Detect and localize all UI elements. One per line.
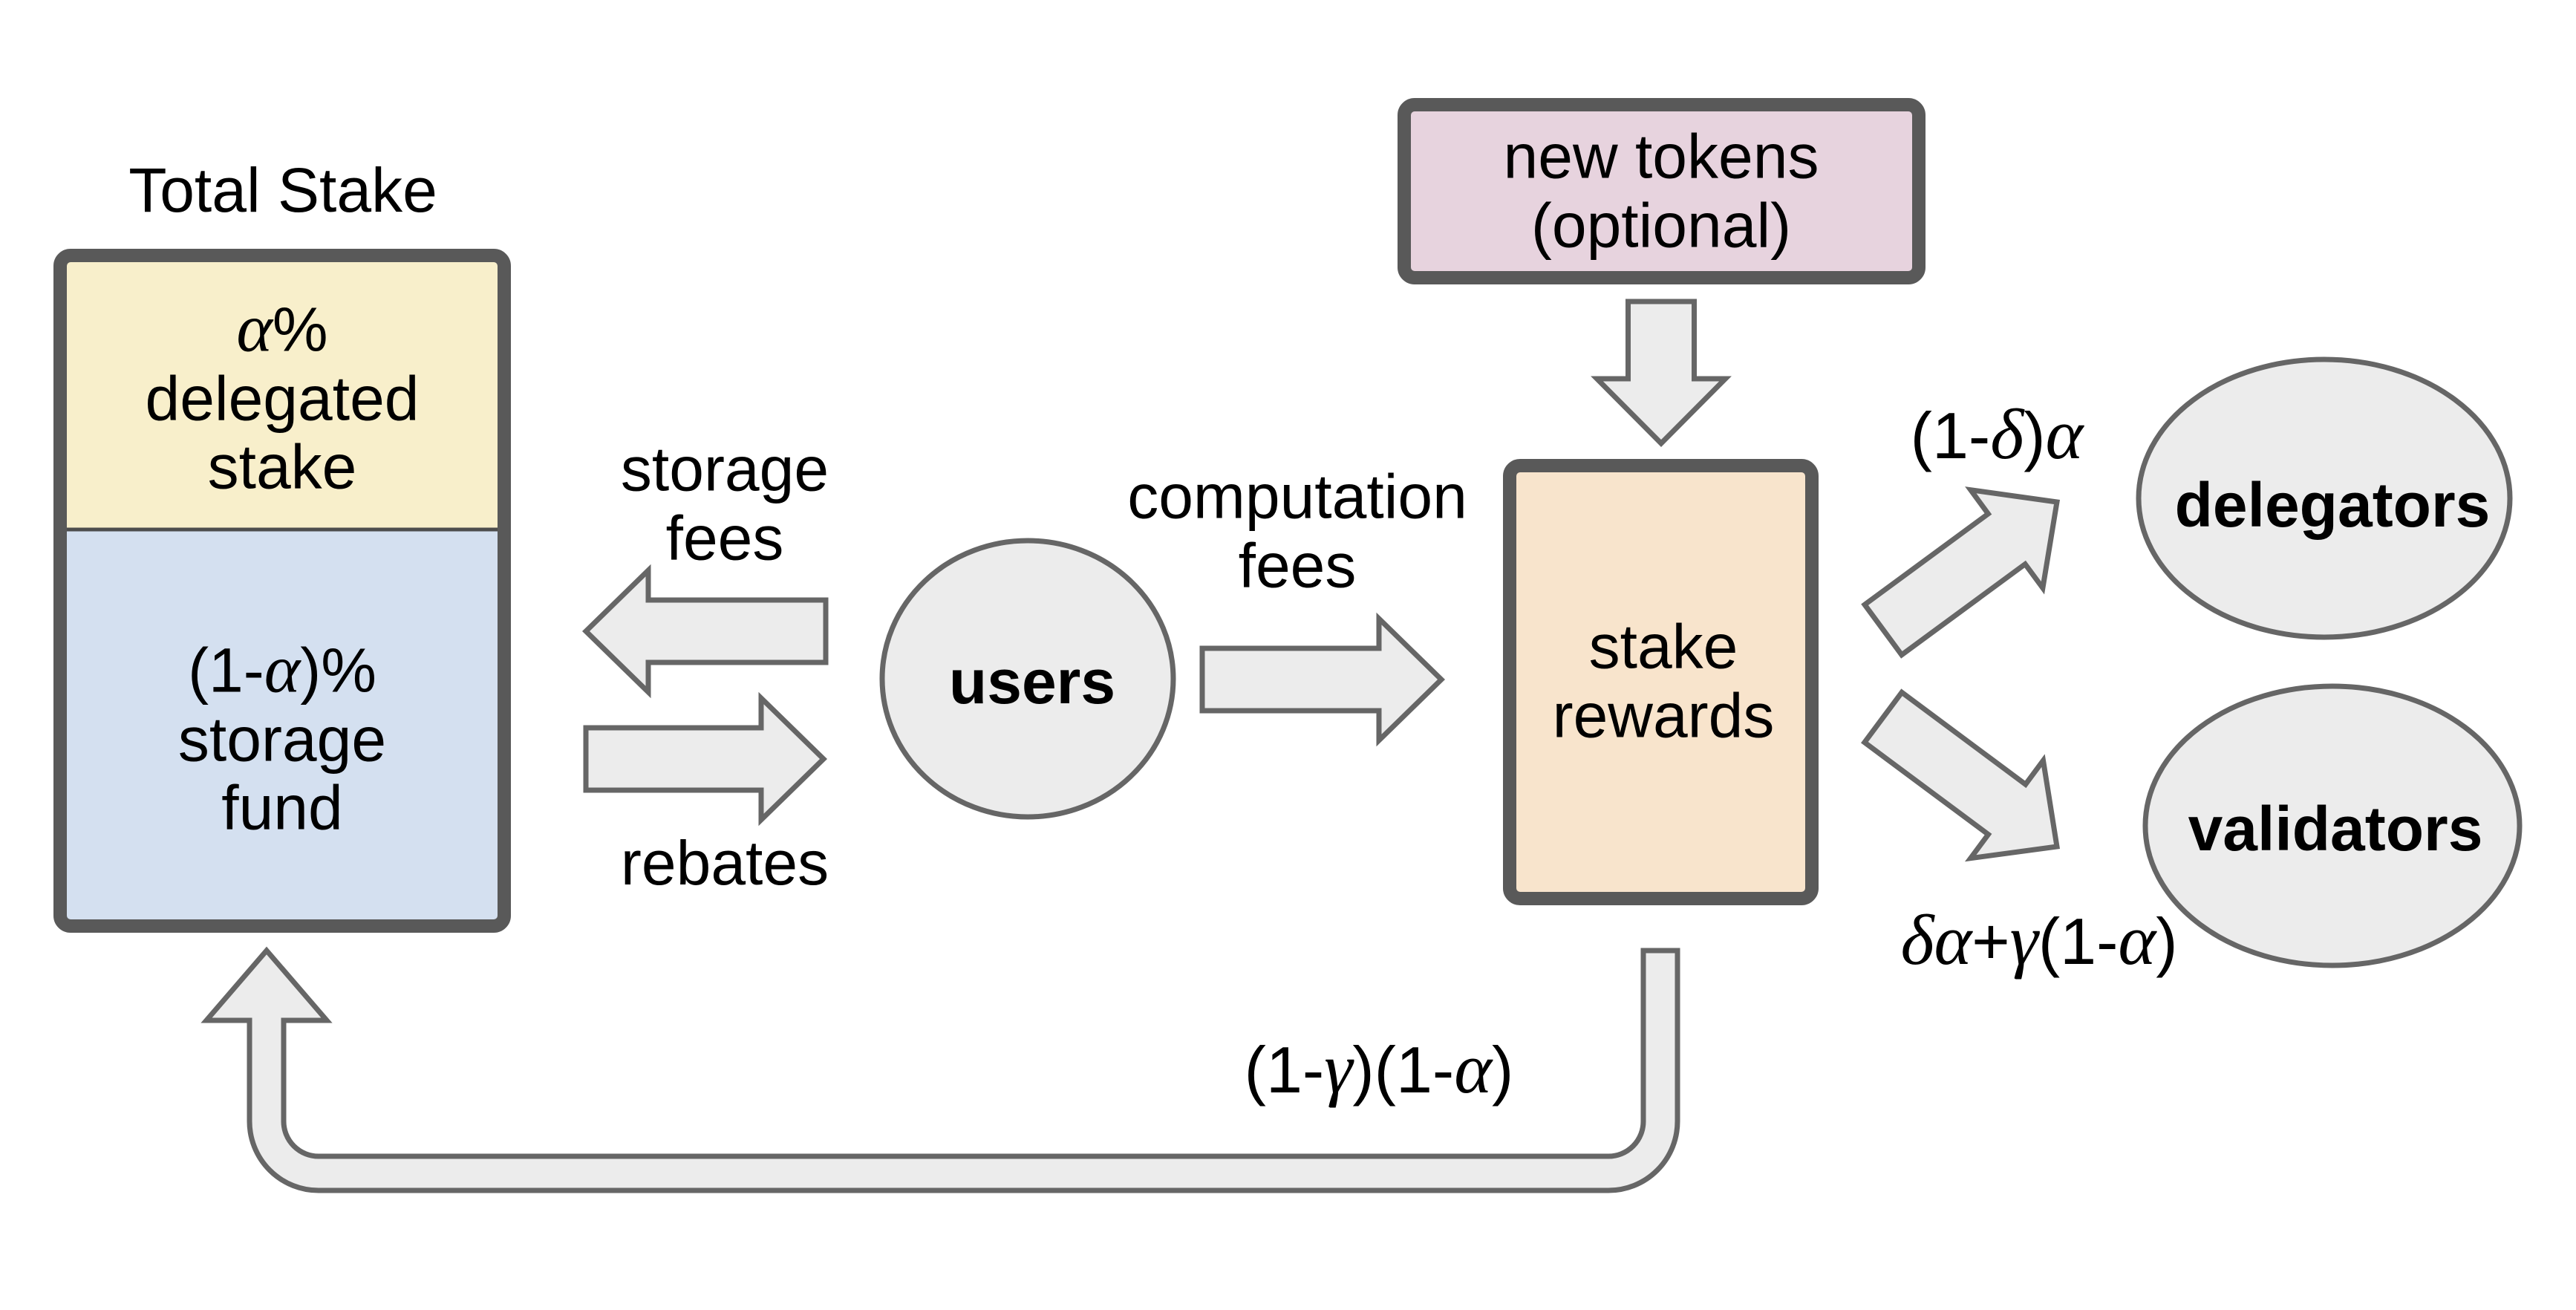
rebates-label: rebates (620, 827, 829, 898)
storage-fees-arrow (581, 564, 829, 699)
to-delegators-arrow (1861, 486, 2061, 659)
delegated-stake-label: α% delegated stake (145, 290, 420, 502)
new-tokens-arrow (1591, 299, 1732, 447)
total-stake-box (53, 249, 511, 933)
users-circle (879, 538, 1176, 820)
delegated-stake-section (60, 255, 504, 529)
stake-rewards-box (1503, 459, 1819, 905)
storage-fund-section (60, 529, 504, 926)
rebates-arrow (583, 691, 828, 827)
validators-ellipse (2142, 683, 2523, 968)
to-validators-formula: δα+γ(1-α) (1900, 899, 2178, 980)
delegators-ellipse (2136, 356, 2513, 640)
validators-label: validators (2188, 793, 2483, 864)
storage-fund-label: (1-α)% storage fund (177, 630, 387, 843)
return-pipe-arrow (200, 946, 1680, 1193)
to-validators-arrow (1861, 688, 2061, 862)
total-stake-title: Total Stake (128, 154, 437, 225)
stake-rewards-label: stake rewards (1552, 611, 1775, 750)
return-pipe-formula: (1-γ)(1-α) (1244, 1028, 1514, 1108)
new-tokens-label: new tokens (optional) (1503, 121, 1819, 260)
delegators-label: delegators (2174, 469, 2491, 540)
new-tokens-box (1398, 98, 1926, 284)
computation-fees-label: computation fees (1127, 461, 1467, 600)
computation-fees-arrow (1199, 612, 1446, 747)
users-label: users (948, 646, 1116, 717)
to-delegators-formula: (1-δ)α (1910, 394, 2084, 474)
storage-fees-label: storage fees (620, 434, 829, 573)
